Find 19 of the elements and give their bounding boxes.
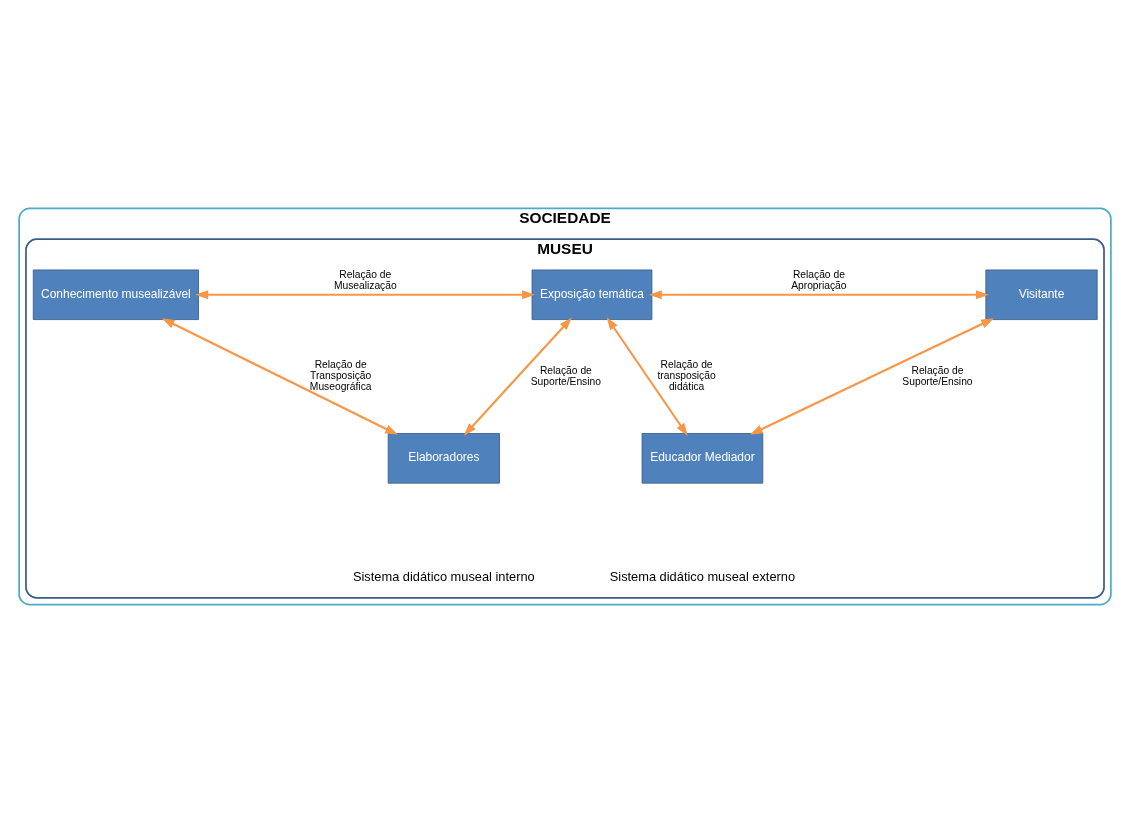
arrow bbox=[195, 290, 535, 300]
arrow bbox=[648, 290, 989, 300]
arrow bbox=[606, 317, 688, 436]
node-box: Conhecimento musealizável bbox=[32, 269, 199, 320]
node-box: Visitante bbox=[985, 269, 1098, 320]
label: Sistema didático museal interno bbox=[352, 568, 535, 584]
node-box: Elaboradores bbox=[387, 433, 500, 484]
arrow bbox=[749, 318, 995, 435]
edge-label: Relação de Suporte/Ensino bbox=[902, 364, 973, 387]
node-box: Exposição temática bbox=[531, 269, 653, 320]
arrow bbox=[463, 317, 572, 436]
edge-label: Relação de transposição didática bbox=[657, 359, 716, 393]
edge-label: Relação de Suporte/Ensino bbox=[530, 364, 601, 387]
edge-label: Relação de Apropriação bbox=[791, 269, 847, 292]
edge-label: Relação de Transposição Museográfica bbox=[309, 359, 372, 393]
edge-label: Relação de Musealização bbox=[333, 269, 397, 292]
arrow bbox=[161, 318, 398, 435]
node-box: Educador Mediador bbox=[641, 433, 764, 484]
label: Sistema didático museal externo bbox=[609, 568, 796, 584]
